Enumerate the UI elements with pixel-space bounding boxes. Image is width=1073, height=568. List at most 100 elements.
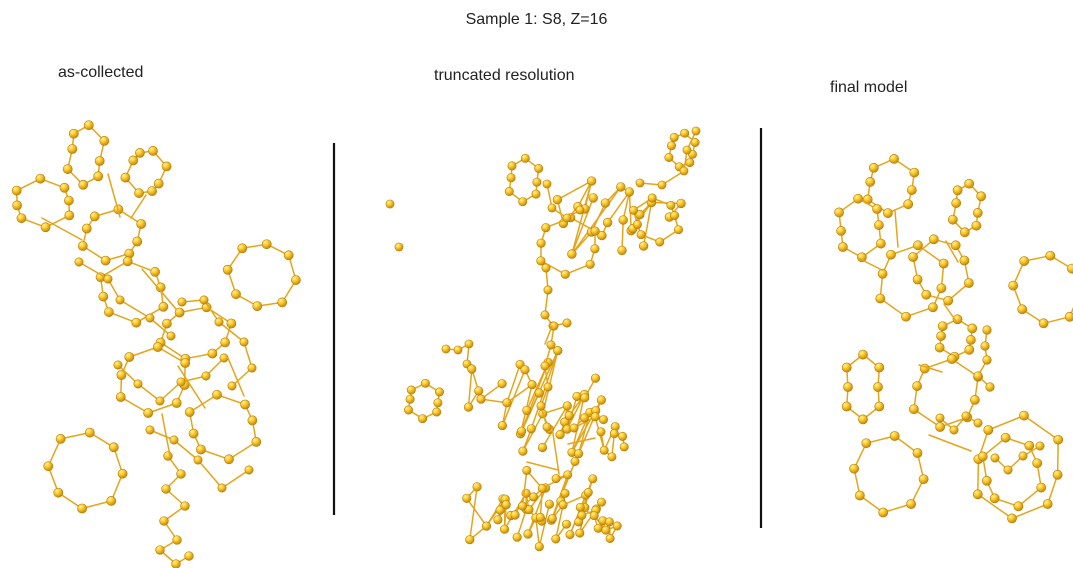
sulfur-atom (575, 502, 585, 512)
sulfur-atom (64, 210, 75, 221)
sulfur-atom (982, 355, 992, 365)
sulfur-atom (562, 401, 572, 411)
sulfur-atom (385, 199, 395, 209)
sulfur-atom (565, 530, 575, 540)
sulfur-atom (231, 289, 241, 300)
sulfur-atom (858, 414, 868, 425)
sulfur-atom (433, 398, 443, 408)
sulfur-atom (158, 301, 169, 312)
sulfur-atom (983, 425, 994, 435)
ring-bond (977, 493, 1013, 520)
sulfur-atom (597, 230, 607, 241)
sulfur-atom (155, 545, 165, 555)
sulfur-atom (1024, 440, 1035, 451)
sulfur-atom (220, 337, 230, 348)
connecting-bond (945, 240, 959, 263)
sulfur-atom (590, 373, 601, 383)
sulfur-atom (162, 318, 172, 329)
sulfur-atom (531, 189, 541, 199)
sulfur-atom (964, 344, 975, 355)
sulfur-atom (616, 182, 626, 192)
sulfur-atom (985, 382, 995, 392)
sulfur-atom (12, 200, 22, 211)
sulfur-atom (973, 371, 983, 381)
ring-bond (200, 448, 230, 461)
sulfur-atom (921, 289, 932, 300)
sulfur-atom (838, 242, 848, 252)
sulfur-atom (1018, 451, 1028, 461)
sulfur-atom (901, 311, 911, 322)
sulfur-atom (394, 242, 404, 252)
chain-bond (197, 459, 223, 489)
final-model-structure (834, 154, 1073, 524)
sulfur-atom (193, 455, 203, 465)
sulfur-atom (89, 211, 100, 222)
connecting-bond (918, 364, 943, 373)
sulfur-atom (667, 141, 676, 151)
sulfur-atom (510, 510, 520, 520)
sulfur-atom (934, 342, 945, 353)
sulfur-atom (655, 237, 665, 247)
sulfur-atom (972, 208, 983, 218)
ring-bond (108, 311, 138, 324)
ring-bond (81, 500, 113, 510)
chain-bond (218, 321, 245, 343)
sulfur-atom (55, 434, 66, 444)
sulfur-atom (617, 245, 627, 256)
truncated-resolution-structure (385, 126, 701, 552)
sulfur-atom (163, 451, 173, 461)
sulfur-atom (676, 198, 686, 209)
sulfur-atom (874, 362, 885, 373)
sulfur-atom (976, 191, 987, 202)
cluster-bond (621, 219, 624, 252)
sulfur-atom (472, 482, 482, 492)
sulfur-atom (115, 295, 125, 305)
sulfur-atom (588, 193, 598, 203)
sulfur-atom (201, 371, 211, 381)
sulfur-atom (98, 291, 109, 302)
sulfur-atom (596, 395, 606, 405)
sulfur-atom (16, 213, 27, 224)
sulfur-atom (629, 205, 638, 215)
sulfur-atom (535, 512, 545, 522)
sulfur-atom (1067, 263, 1073, 274)
sulfur-atom (152, 342, 163, 352)
sulfur-atom (177, 297, 187, 307)
sulfur-atom (959, 227, 970, 238)
sulfur-atom (131, 317, 142, 328)
sulfur-atom (590, 226, 600, 236)
cluster-bond (642, 201, 653, 247)
sulfur-atom (161, 484, 171, 494)
sulfur-atom (853, 193, 863, 204)
cluster-bond (516, 508, 528, 538)
ring-bond (540, 260, 567, 276)
sulfur-atom (570, 457, 580, 466)
sulfur-atom (691, 126, 701, 136)
sulfur-atom (872, 204, 882, 214)
sulfur-atom (441, 344, 451, 354)
ring-bond (977, 458, 980, 496)
sulfur-atom (935, 422, 945, 432)
sulfur-atom (536, 401, 546, 411)
cluster-bond (556, 180, 593, 201)
sulfur-atom (886, 249, 896, 260)
ring-bond (879, 297, 907, 318)
sulfur-atom (906, 499, 916, 509)
sulfur-atom (601, 525, 611, 535)
sulfur-atom (952, 314, 963, 325)
sulfur-atom (493, 515, 503, 525)
sulfur-atom (952, 185, 963, 196)
sulfur-atom (874, 401, 885, 412)
sulfur-atom (586, 176, 597, 186)
cluster-bond (467, 368, 473, 408)
sulfur-atom (176, 469, 186, 479)
sulfur-atom (876, 238, 886, 249)
sulfur-atom (560, 269, 570, 279)
cluster-bond (622, 191, 631, 221)
connecting-bond (41, 217, 83, 241)
sulfur-atom (602, 217, 613, 228)
sulfur-atom (227, 381, 237, 391)
cluster-bond (571, 186, 622, 255)
sulfur-atom (560, 488, 570, 498)
ring-bond (569, 216, 596, 232)
